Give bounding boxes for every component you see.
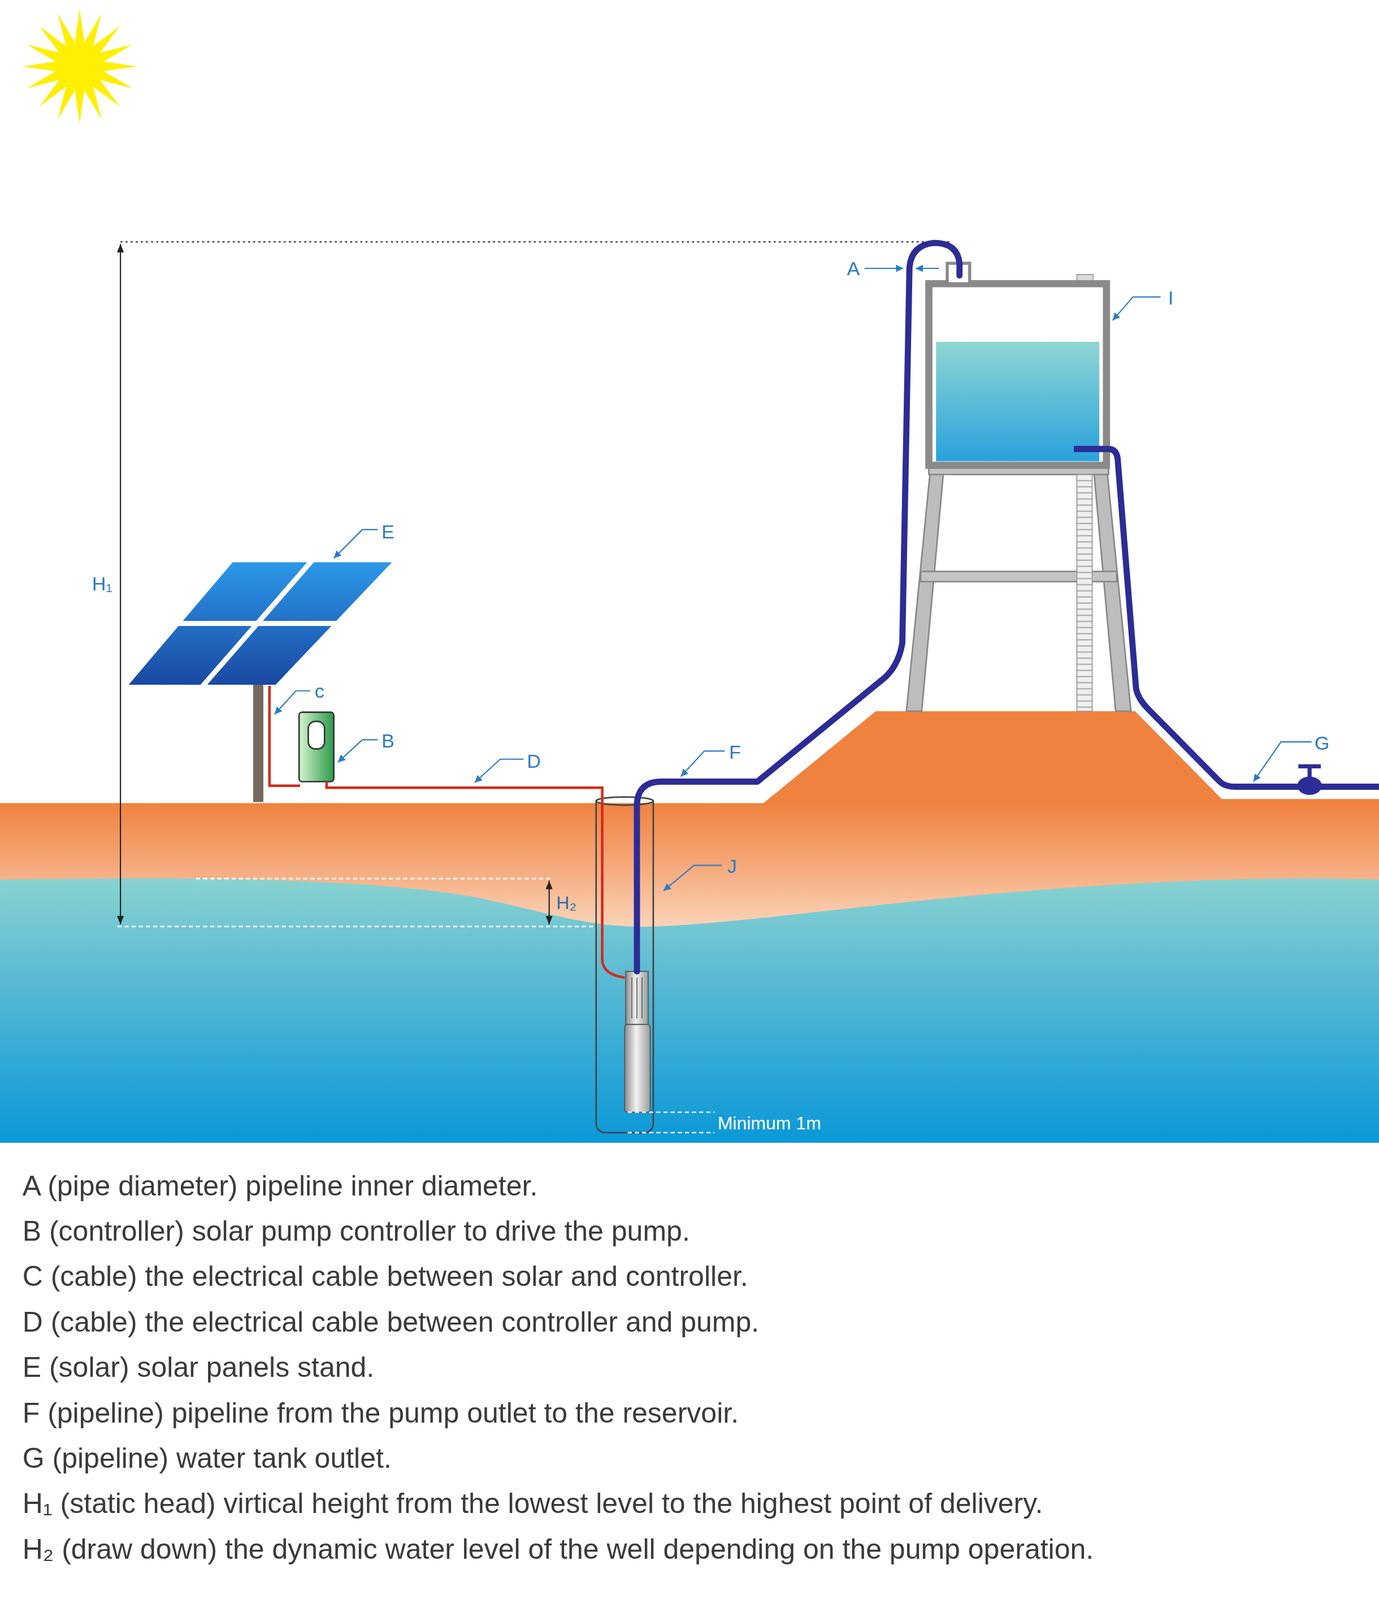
- callout-letter: F: [729, 740, 741, 765]
- solar-panels: [128, 560, 393, 688]
- controller: [298, 712, 334, 783]
- h1-top-line: [120, 241, 952, 243]
- callout-letter: I: [1168, 286, 1174, 310]
- callout-letter: A: [847, 257, 861, 281]
- cable-c: [269, 686, 301, 787]
- callout-letter: B: [381, 729, 395, 753]
- outlet-pipe: [1073, 449, 1379, 788]
- legend-note: C (cable) the electrical cable between s…: [22, 1259, 749, 1294]
- callout-letter: D: [526, 749, 541, 774]
- valve: [1297, 766, 1322, 796]
- legend-note: E (solar) solar panels stand.: [22, 1350, 375, 1385]
- cable-d: [326, 781, 625, 978]
- legend-note: D (cable) the electrical cable between c…: [22, 1305, 760, 1340]
- h1-arrow: [119, 244, 121, 926]
- h2-bottom-line: [117, 926, 598, 928]
- h2-top-line: [196, 878, 552, 880]
- callout-letter: E: [381, 520, 395, 544]
- min-depth-line: [627, 1132, 715, 1134]
- submersible-pump: [624, 971, 650, 1113]
- legend-note: G (pipeline) water tank outlet.: [22, 1441, 392, 1476]
- delivery-pipe: [636, 243, 960, 973]
- sun-star: [22, 9, 137, 124]
- panel-pole: [253, 681, 264, 802]
- legend-note: H₂ (draw down) the dynamic water level o…: [22, 1532, 1094, 1567]
- callout-letter: c: [314, 679, 325, 703]
- dimension-label: H₁: [92, 572, 113, 596]
- water-tank: [929, 263, 1107, 466]
- callout-letter: J: [726, 855, 737, 879]
- callout-letter: G: [1314, 731, 1330, 755]
- legend-note: B (controller) solar pump controller to …: [22, 1214, 691, 1249]
- legend-note: F (pipeline) pipeline from the pump outl…: [22, 1396, 739, 1431]
- legend-note: A (pipe diameter) pipeline inner diamete…: [22, 1169, 539, 1204]
- h2-arrow: [548, 881, 550, 926]
- dimension-label: Minimum 1m: [717, 1112, 822, 1135]
- sun: [22, 9, 137, 124]
- well-top: [596, 797, 654, 806]
- dimension-label: H₂: [556, 892, 577, 914]
- groundwater: [0, 878, 1379, 1144]
- water-tower: [906, 464, 1131, 712]
- legend-note: H₁ (static head) virtical height from th…: [22, 1486, 1044, 1521]
- leader-lines: [274, 268, 1312, 892]
- min-depth-line: [627, 1111, 715, 1113]
